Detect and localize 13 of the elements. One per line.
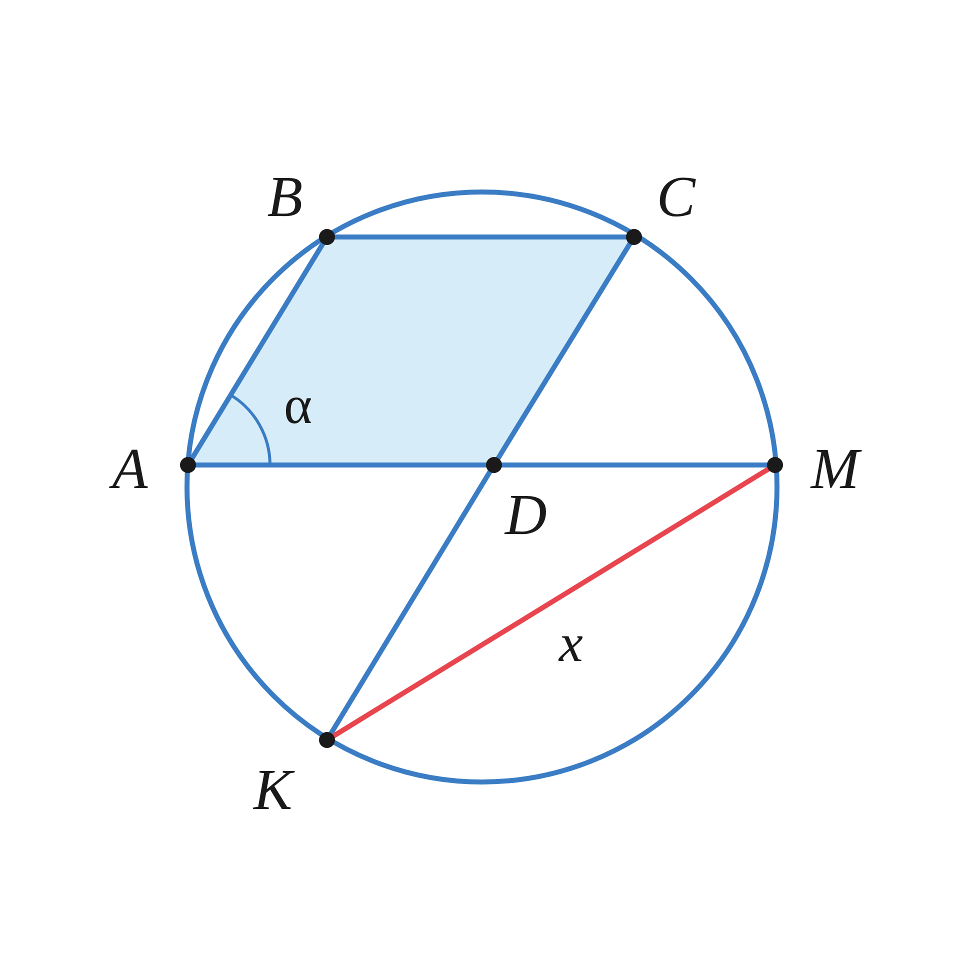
line-segment xyxy=(500,462,770,468)
line-segment xyxy=(496,241,632,461)
line-segment xyxy=(328,469,492,736)
point-label: M xyxy=(810,440,860,498)
point-label: K xyxy=(254,761,292,819)
line-segment xyxy=(332,234,628,240)
point-label: D xyxy=(505,486,547,544)
point-label: C xyxy=(656,168,696,226)
angle-label: α xyxy=(284,378,312,432)
line-segment xyxy=(194,462,488,468)
line-segment xyxy=(190,241,326,461)
line-segment xyxy=(331,466,771,738)
point-label: B xyxy=(267,168,303,226)
